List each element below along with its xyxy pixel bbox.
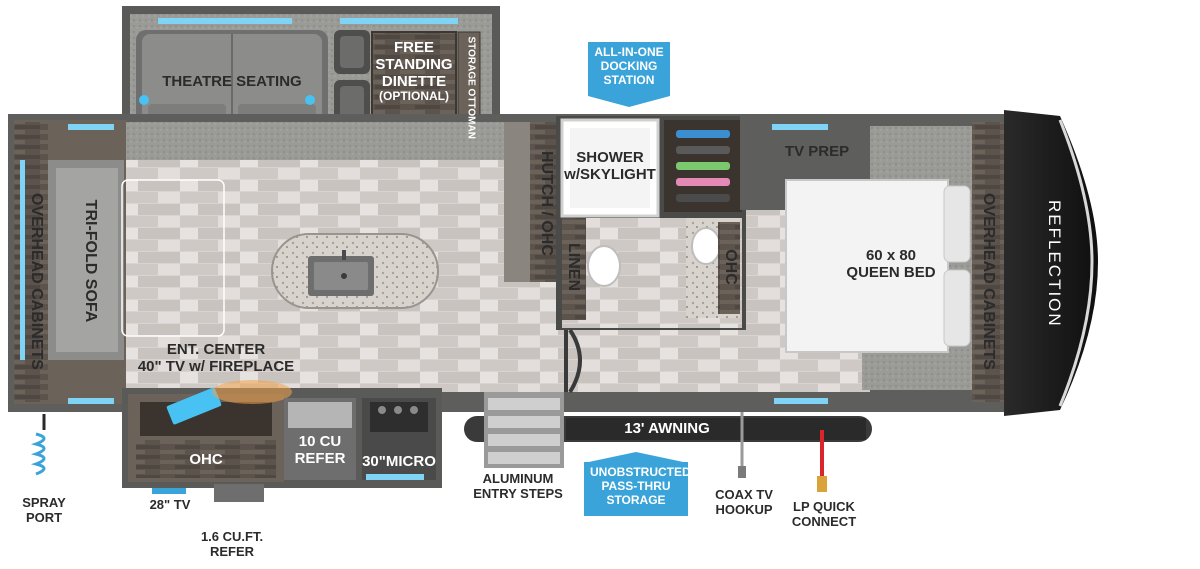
refer16-line-1: 1.6 CU.FT.	[200, 529, 264, 544]
coax-label: COAX TV HOOKUP	[708, 487, 780, 517]
awning-label: 13' AWNING	[624, 420, 710, 437]
docking-arrow-icon	[588, 96, 670, 107]
ohc-bath-label: OHC	[722, 249, 739, 285]
pass-thru-callout: UNOBSTRUCTED PASS-THRU STORAGE	[584, 462, 691, 516]
pass-thru-line-2: PASS-THRU	[601, 478, 671, 493]
linen-label: LINEN	[565, 243, 582, 291]
entry-door	[564, 328, 582, 394]
tri-fold-sofa-label: TRI-FOLD SOFA	[82, 199, 99, 323]
refer-label: 10 CU REFER	[288, 433, 352, 468]
hutch-ohc-label: HUTCH / OHC	[538, 151, 555, 256]
dinette-line-2: STANDING	[375, 55, 453, 73]
refer16-label: 1.6 CU.FT. REFER	[196, 529, 268, 559]
shower-line-1: SHOWER	[576, 149, 644, 166]
spray-port-line-2: PORT	[25, 509, 63, 525]
left-end	[14, 120, 225, 404]
bed-label: 60 x 80 QUEEN BED	[836, 247, 946, 282]
docking-line-2: DOCKING	[600, 58, 658, 73]
dinette-line-1: FREE	[393, 39, 434, 56]
clothes	[676, 130, 730, 202]
overhead-cabinets-right-label: OVERHEAD CABINETS	[980, 193, 997, 370]
entry-steps-line-2: ENTRY STEPS	[473, 485, 563, 501]
awning	[464, 416, 872, 442]
coax-hookup-icon	[738, 412, 746, 478]
spray-port-icon	[30, 414, 46, 476]
dinette-line-3: DINETTE	[381, 72, 447, 90]
storage-ottoman-label: STORAGE OTTOMAN	[465, 36, 477, 139]
overhead-cabinets-left-label: OVERHEAD CABINETS	[28, 193, 45, 370]
lp-connect-icon	[817, 430, 827, 492]
lp-label: LP QUICK CONNECT	[784, 499, 864, 529]
dinette-label: FREE STANDING DINETTE (OPTIONAL)	[372, 39, 456, 104]
shower-label: SHOWER w/SKYLIGHT	[562, 149, 658, 184]
ent-center-label: ENT. CENTER 40" TV w/ FIREPLACE	[130, 341, 302, 376]
docking-line-1: ALL-IN-ONE	[594, 45, 664, 59]
refer-line-1: 10 CU	[298, 433, 342, 450]
pass-thru-line-3: STORAGE	[606, 492, 666, 507]
entry-steps	[484, 392, 564, 468]
lp-line-2: CONNECT	[791, 513, 857, 529]
tv-prep-label: TV PREP	[784, 143, 850, 160]
docking-station-callout: ALL-IN-ONE DOCKING STATION	[588, 42, 670, 96]
pass-thru-arrow-icon	[584, 452, 688, 463]
brand-logo: REFLECTION	[1045, 200, 1064, 328]
bathroom	[556, 116, 746, 330]
entry-steps-line-1: ALUMINUM	[482, 471, 554, 486]
front-cap	[1004, 110, 1098, 416]
coax-line-1: COAX TV	[715, 487, 773, 502]
spray-port-line-1: SPRAY	[22, 495, 66, 510]
micro-label: 30"MICRO	[362, 453, 436, 470]
theatre-seating-label: THEATRE SEATING	[162, 73, 302, 90]
hutch	[504, 122, 556, 282]
bed-line-2: QUEEN BED	[846, 263, 936, 281]
ent-center-line-1: ENT. CENTER	[166, 341, 266, 358]
dinette-line-4: (OPTIONAL)	[379, 89, 449, 104]
pass-thru-line-1: UNOBSTRUCTED	[590, 465, 691, 479]
ent-center-line-2: 40" TV w/ FIREPLACE	[137, 357, 295, 375]
docking-line-3: STATION	[603, 72, 655, 87]
spray-port-label: SPRAY PORT	[16, 495, 72, 525]
kitchen-island	[271, 233, 439, 309]
refer16-line-2: REFER	[209, 543, 255, 559]
shower-line-2: w/SKYLIGHT	[564, 165, 656, 183]
bed-line-1: 60 x 80	[865, 247, 917, 264]
ohc-kitchen-label: OHC	[189, 451, 223, 468]
entry-steps-label: ALUMINUM ENTRY STEPS	[466, 471, 570, 501]
bottom-slideout	[122, 380, 442, 502]
bedroom	[740, 116, 1006, 404]
lp-line-1: LP QUICK	[793, 499, 855, 514]
refer-line-2: REFER	[294, 449, 346, 467]
coax-line-2: HOOKUP	[715, 501, 773, 517]
tv28-label: 28" TV	[149, 497, 191, 512]
